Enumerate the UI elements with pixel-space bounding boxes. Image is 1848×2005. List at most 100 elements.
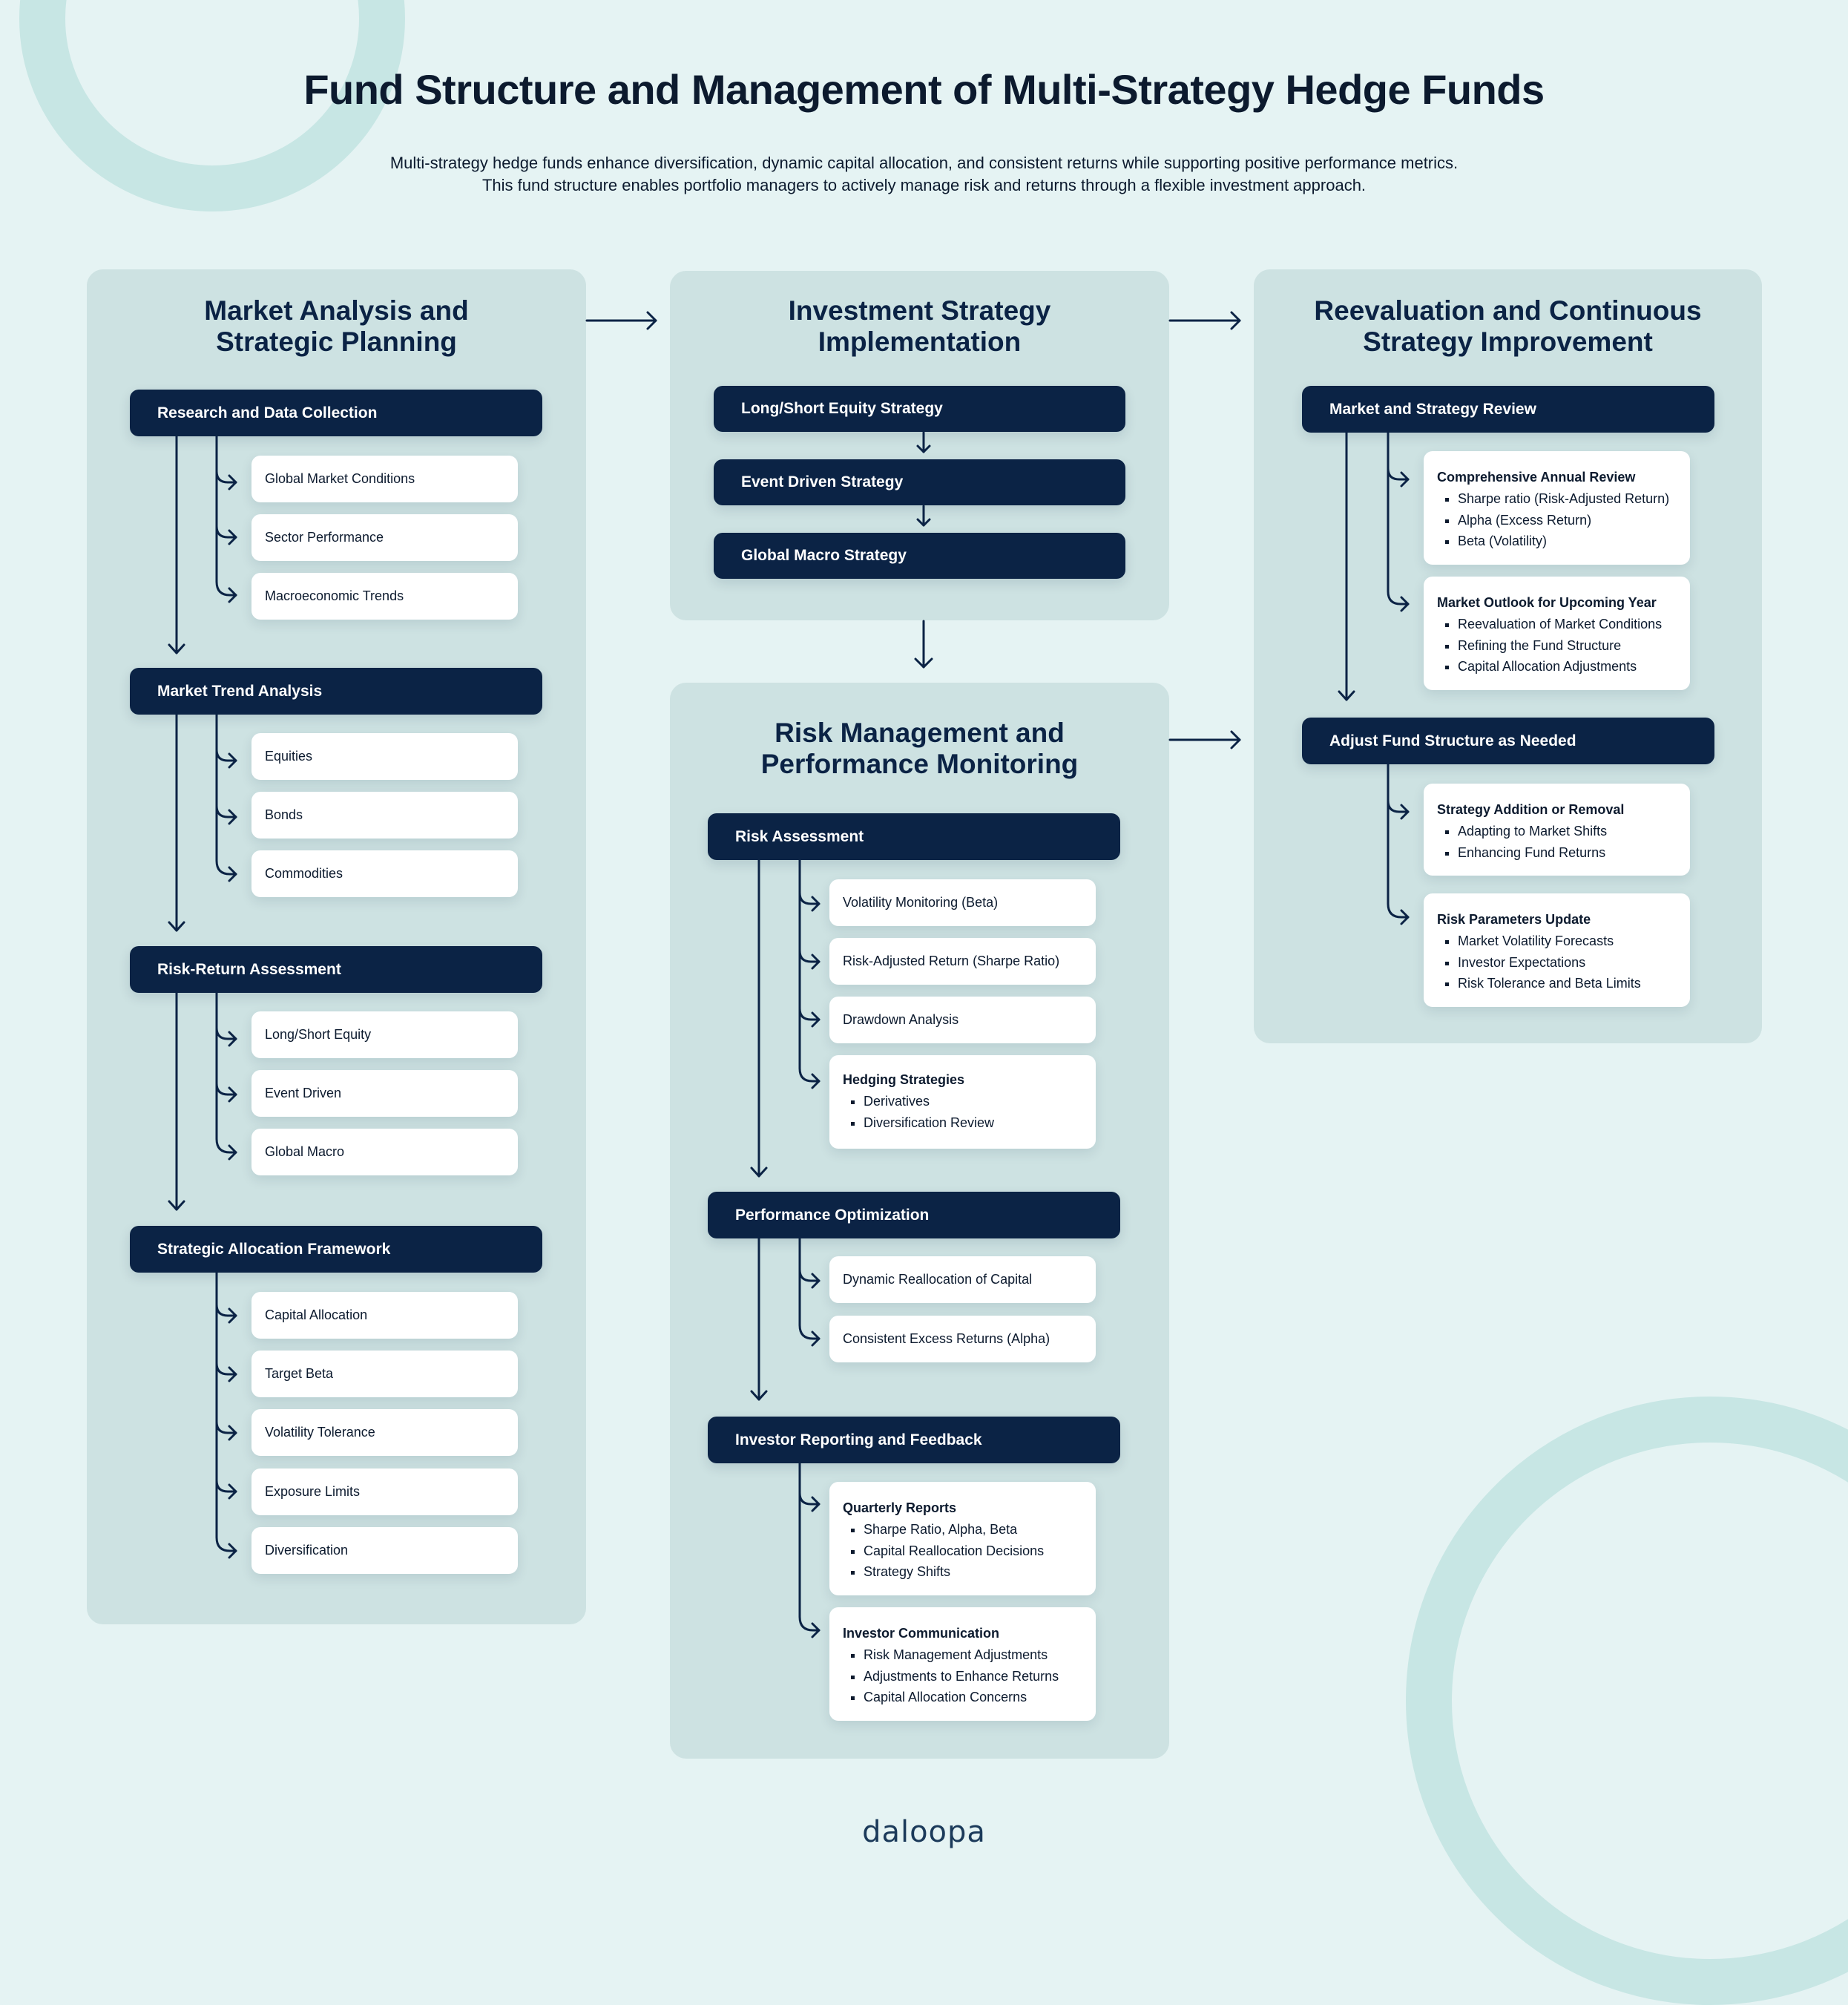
step-label: Strategic Allocation Framework <box>157 1240 391 1258</box>
bullet-item: Enhancing Fund Returns <box>1437 842 1677 864</box>
bullet-item: Capital Allocation Concerns <box>843 1687 1082 1708</box>
arrow-right-icon <box>1168 311 1241 330</box>
arrow-down-icon <box>914 620 933 669</box>
card-item[interactable]: Macroeconomic Trends <box>251 573 518 620</box>
card-label: Volatility Monitoring (Beta) <box>843 895 999 910</box>
bullet-list: Derivatives Diversification Review <box>843 1091 1082 1133</box>
bullet-item: Risk Management Adjustments <box>843 1644 1082 1666</box>
bullet-item: Sharpe ratio (Risk-Adjusted Return) <box>1437 488 1677 510</box>
card-title: Comprehensive Annual Review <box>1437 470 1636 485</box>
card-item[interactable]: Dynamic Reallocation of Capital <box>829 1256 1096 1303</box>
bullet-item: Market Volatility Forecasts <box>1437 931 1677 952</box>
step-risk-return-assessment[interactable]: Risk-Return Assessment <box>130 946 542 993</box>
card-label: Global Market Conditions <box>265 471 415 486</box>
arrow-right-icon <box>1168 730 1241 749</box>
card-item[interactable]: Bonds <box>251 792 518 839</box>
step-label: Market and Strategy Review <box>1329 400 1536 418</box>
bullet-item: Sharpe Ratio, Alpha, Beta <box>843 1519 1082 1540</box>
bullet-list: Risk Management Adjustments Adjustments … <box>843 1644 1082 1708</box>
card-item[interactable]: Global Market Conditions <box>251 456 518 502</box>
panel-title: Reevaluation and Continuous Strategy Imp… <box>1254 295 1762 358</box>
card-label: Exposure Limits <box>265 1484 361 1499</box>
step-risk-assessment[interactable]: Risk Assessment <box>708 813 1120 860</box>
card-title: Investor Communication <box>843 1626 1000 1641</box>
card-title: Market Outlook for Upcoming Year <box>1437 595 1657 610</box>
panel-title-line: Strategic Planning <box>216 326 457 357</box>
arrow-right-icon <box>585 311 657 330</box>
card-item[interactable]: Consistent Excess Returns (Alpha) <box>829 1316 1096 1362</box>
card-title: Quarterly Reports <box>843 1500 957 1515</box>
card-item[interactable]: Long/Short Equity <box>251 1011 518 1058</box>
card-label: Event Driven <box>265 1086 342 1100</box>
bullet-list: Sharpe Ratio, Alpha, Beta Capital Reallo… <box>843 1519 1082 1583</box>
card-risk-parameters-update[interactable]: Risk Parameters Update Market Volatility… <box>1424 893 1690 1007</box>
step-label: Global Macro Strategy <box>741 547 907 564</box>
step-research-data-collection[interactable]: Research and Data Collection <box>130 390 542 436</box>
step-label: Risk Assessment <box>735 827 864 845</box>
card-item[interactable]: Global Macro <box>251 1129 518 1175</box>
step-strategic-allocation-framework[interactable]: Strategic Allocation Framework <box>130 1226 542 1273</box>
card-item[interactable]: Sector Performance <box>251 514 518 561</box>
panel-title: Risk Management and Performance Monitori… <box>670 718 1169 780</box>
panel-title-line: Market Analysis and <box>204 295 469 326</box>
step-label: Adjust Fund Structure as Needed <box>1329 732 1576 749</box>
step-investor-reporting-feedback[interactable]: Investor Reporting and Feedback <box>708 1417 1120 1463</box>
card-item[interactable]: Volatility Monitoring (Beta) <box>829 879 1096 926</box>
daloopa-logo: daloopa <box>862 1815 986 1849</box>
panel-title-line: Implementation <box>818 326 1022 357</box>
card-label: Capital Allocation <box>265 1307 368 1322</box>
step-market-trend-analysis[interactable]: Market Trend Analysis <box>130 668 542 715</box>
panel-title-line: Investment Strategy <box>788 295 1051 326</box>
card-item[interactable]: Capital Allocation <box>251 1292 518 1339</box>
card-title: Risk Parameters Update <box>1437 912 1591 927</box>
step-event-driven-strategy[interactable]: Event Driven Strategy <box>714 459 1125 505</box>
card-item[interactable]: Target Beta <box>251 1351 518 1397</box>
card-title: Strategy Addition or Removal <box>1437 802 1625 817</box>
step-global-macro-strategy[interactable]: Global Macro Strategy <box>714 533 1125 579</box>
bullet-item: Investor Expectations <box>1437 952 1677 974</box>
step-label: Risk-Return Assessment <box>157 960 341 978</box>
card-label: Risk-Adjusted Return (Sharpe Ratio) <box>843 954 1060 968</box>
card-label: Consistent Excess Returns (Alpha) <box>843 1331 1050 1346</box>
step-long-short-equity-strategy[interactable]: Long/Short Equity Strategy <box>714 386 1125 432</box>
bullet-item: Risk Tolerance and Beta Limits <box>1437 973 1677 994</box>
card-hedging-strategies[interactable]: Hedging Strategies Derivatives Diversifi… <box>829 1055 1096 1149</box>
step-adjust-fund-structure[interactable]: Adjust Fund Structure as Needed <box>1302 718 1714 764</box>
panel-title-line: Performance Monitoring <box>760 749 1079 779</box>
card-market-outlook[interactable]: Market Outlook for Upcoming Year Reevalu… <box>1424 577 1690 690</box>
card-investor-communication[interactable]: Investor Communication Risk Management A… <box>829 1607 1096 1721</box>
card-strategy-addition-removal[interactable]: Strategy Addition or Removal Adapting to… <box>1424 784 1690 876</box>
card-label: Dynamic Reallocation of Capital <box>843 1272 1033 1287</box>
card-label: Target Beta <box>265 1366 334 1381</box>
card-title: Hedging Strategies <box>843 1072 965 1087</box>
bullet-item: Diversification Review <box>843 1112 1082 1134</box>
card-item[interactable]: Volatility Tolerance <box>251 1409 518 1456</box>
card-item[interactable]: Drawdown Analysis <box>829 997 1096 1043</box>
bullet-item: Capital Allocation Adjustments <box>1437 656 1677 677</box>
card-label: Bonds <box>265 807 303 822</box>
bullet-item: Strategy Shifts <box>843 1561 1082 1583</box>
step-market-strategy-review[interactable]: Market and Strategy Review <box>1302 386 1714 433</box>
bullet-list: Sharpe ratio (Risk-Adjusted Return) Alph… <box>1437 488 1677 552</box>
card-item[interactable]: Risk-Adjusted Return (Sharpe Ratio) <box>829 938 1096 985</box>
card-item[interactable]: Diversification <box>251 1527 518 1574</box>
card-label: Diversification <box>265 1543 349 1558</box>
step-performance-optimization[interactable]: Performance Optimization <box>708 1192 1120 1238</box>
card-item[interactable]: Exposure Limits <box>251 1469 518 1515</box>
bullet-item: Adjustments to Enhance Returns <box>843 1666 1082 1687</box>
step-label: Market Trend Analysis <box>157 682 323 700</box>
bullet-item: Capital Reallocation Decisions <box>843 1540 1082 1562</box>
card-quarterly-reports[interactable]: Quarterly Reports Sharpe Ratio, Alpha, B… <box>829 1482 1096 1595</box>
card-item[interactable]: Commodities <box>251 850 518 897</box>
card-label: Commodities <box>265 866 343 881</box>
decorative-ring-bottom <box>1406 1397 1848 2005</box>
bullet-item: Beta (Volatility) <box>1437 531 1677 552</box>
card-label: Global Macro <box>265 1144 345 1159</box>
card-item[interactable]: Equities <box>251 733 518 780</box>
bullet-item: Reevaluation of Market Conditions <box>1437 614 1677 635</box>
card-label: Long/Short Equity <box>265 1027 372 1042</box>
card-item[interactable]: Event Driven <box>251 1070 518 1117</box>
panel-title-line: Risk Management and <box>775 718 1065 748</box>
card-comprehensive-annual-review[interactable]: Comprehensive Annual Review Sharpe ratio… <box>1424 451 1690 565</box>
bullet-list: Adapting to Market Shifts Enhancing Fund… <box>1437 821 1677 863</box>
